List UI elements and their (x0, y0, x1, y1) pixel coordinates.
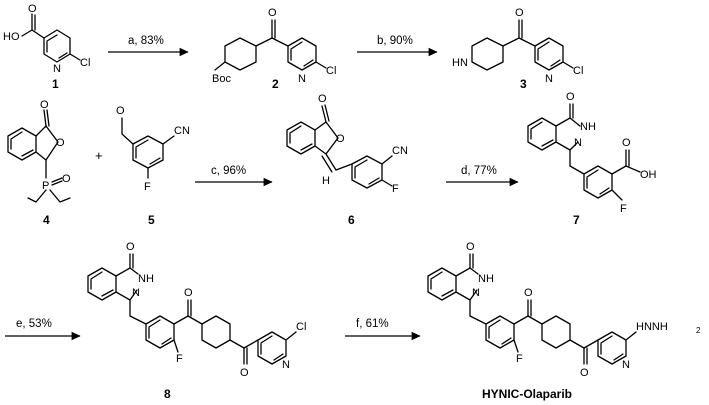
atom-label-n: N (53, 63, 61, 75)
atom-label-o: O (515, 7, 524, 19)
condition-a-label: a, 83% (128, 35, 164, 47)
condition-f-label: f, 61% (356, 318, 389, 330)
atom-label-o: O (336, 133, 345, 145)
atom-label-o: O (268, 7, 277, 19)
atom-label-n: N (282, 359, 290, 371)
atom-label-cl: Cl (326, 65, 336, 77)
compound-4-structure: O O P O (7, 99, 71, 203)
atom-label-n: N (545, 73, 553, 85)
atom-label-cn: CN (392, 145, 408, 157)
compound-6-label: 6 (348, 213, 355, 227)
compound-7-label: 7 (573, 213, 580, 227)
compound-3-structure: O HN N Cl (452, 7, 583, 85)
atom-label-nh: NH (138, 273, 154, 285)
atom-label-o: O (566, 91, 575, 103)
atom-label-f: F (144, 181, 151, 193)
atom-label-f: F (620, 203, 627, 215)
compound-8-structure: O NH N O O Cl N F (87, 241, 306, 379)
atom-label-cl: Cl (80, 57, 90, 69)
atom-label-o: O (28, 3, 37, 15)
atom-label-oh: OH (640, 169, 657, 181)
atom-label-cn: CN (174, 125, 190, 137)
atom-label-f: F (176, 353, 183, 365)
atom-label-hn: HN (452, 57, 468, 69)
compound-1-structure: O HO N Cl (3, 3, 90, 75)
hynic-olaparib-structure: O NH N O O HNNH 2 N F (427, 241, 701, 379)
atom-label-o: O (40, 99, 49, 111)
atom-label-o: O (318, 93, 327, 105)
atom-label-n: N (298, 73, 306, 85)
condition-e-label: e, 53% (16, 318, 52, 330)
compound-2-label: 2 (272, 77, 279, 91)
atom-label-f: F (516, 353, 523, 365)
atom-label-o: O (184, 287, 193, 299)
condition-c-label: c, 96% (211, 165, 246, 177)
atom-label-nh: NH (478, 273, 494, 285)
compound-5-structure: O CN F (116, 105, 190, 193)
atom-label-nh: NH (580, 121, 596, 133)
atom-label-n: N (472, 287, 480, 299)
condition-d-label: d, 77% (461, 165, 497, 177)
atom-label-o: O (240, 367, 249, 379)
atom-label-o: O (56, 137, 65, 149)
hynic-olaparib-label: HYNIC-Olaparib (482, 387, 572, 401)
compound-4-label: 4 (43, 213, 50, 227)
compound-6-structure: O O H CN F (286, 93, 408, 195)
atom-label-boc: Boc (212, 73, 231, 85)
compound-7-structure: O NH N O OH F (527, 91, 657, 215)
compound-8-label: 8 (164, 387, 171, 401)
atom-label-cl: Cl (296, 321, 306, 333)
atom-label-p: P (42, 180, 49, 192)
atom-label-o: O (524, 287, 533, 299)
atom-label-o: O (580, 367, 589, 379)
atom-label-n: N (132, 287, 140, 299)
atom-label-o: O (126, 241, 135, 253)
atom-label-cl: Cl (573, 65, 583, 77)
atom-label-n: N (574, 137, 582, 149)
atom-label-n: N (622, 359, 630, 371)
atom-label-o: O (622, 137, 631, 149)
atom-label-h: H (322, 175, 330, 187)
atom-label-o: O (466, 241, 475, 253)
compound-5-label: 5 (148, 213, 155, 227)
atom-label-subscript: 2 (696, 326, 701, 335)
condition-b-label: b, 90% (377, 35, 413, 47)
atom-label-ho: HO (3, 31, 20, 43)
compound-1-label: 1 (52, 77, 59, 91)
compound-2-structure: O Boc N Cl (212, 7, 336, 85)
plus-sign: + (95, 148, 103, 163)
compound-3-label: 3 (520, 77, 527, 91)
atom-label-o: O (116, 105, 125, 117)
atom-label-f: F (392, 183, 399, 195)
atom-label-hnnh: HNNH (636, 321, 668, 333)
atom-label-o: O (62, 173, 71, 185)
